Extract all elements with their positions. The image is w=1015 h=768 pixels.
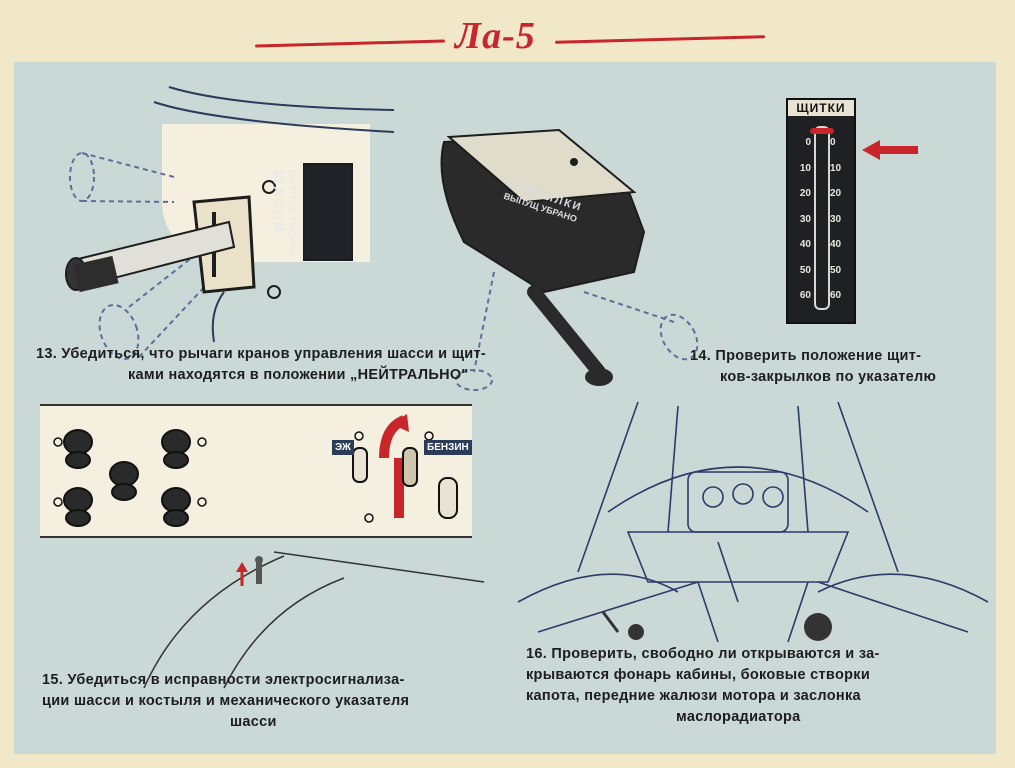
gauge-tick-r50: 50	[830, 264, 842, 276]
gauge-scale-left: 0 10 20 30 40 50 60	[791, 130, 811, 309]
header: Ла-5	[0, 0, 1015, 60]
gauge-tick-r10: 10	[830, 162, 842, 174]
gauge-tube	[814, 126, 830, 310]
caption-14: 14. Проверить положение щит- ков-закрылк…	[690, 346, 980, 388]
caption-15-line-1: 15. Убедиться в исправности электросигна…	[42, 672, 405, 688]
gauge-tick-r20: 20	[830, 188, 842, 199]
wing-indicator-illustration	[143, 551, 485, 689]
gauge-tick-0: 0	[805, 137, 811, 148]
flaps-lever-illustration	[440, 128, 699, 391]
caption-15-line-2: ции шасси и костыля и механического указ…	[42, 693, 410, 709]
gauge-tick-r60: 60	[830, 290, 842, 301]
gauge-tick-10: 10	[799, 162, 811, 174]
gauge-tick-60: 60	[799, 290, 811, 301]
label-shassi: ШАССИ	[271, 170, 287, 235]
caption-13-line-2: ками находятся в положении „НЕЙТРАЛЬНО"	[128, 367, 469, 383]
gauge-tick-r30: 30	[830, 213, 842, 225]
page-title: Ла-5	[455, 15, 536, 57]
caption-16-line-4: маслорадиатора	[676, 709, 801, 725]
gauge-tick-20: 20	[799, 188, 811, 199]
signal-lamps-illustration	[53, 429, 207, 527]
chassis-plate-labels: ВЫПУСК УБОРКА ШАССИ	[258, 170, 298, 266]
gauge-scale-right: 0 10 20 30 40 50 60	[830, 130, 850, 309]
instruction-panel: ВЫПУСК УБОРКА ШАССИ ЗАКРЫЛКИ ВЫПУЩ УБРАН…	[14, 62, 996, 754]
chassis-lever-illustration	[65, 86, 395, 361]
flaps-gauge: ЩИТКИ 0 10 20 30 40 50 60 0 10 20 30 40 …	[786, 98, 856, 324]
caption-16-line-3: капота, передние жалюзи мотора и заслонк…	[526, 688, 861, 704]
label-vypusk: ВЫПУСК	[286, 170, 297, 214]
caption-16-line-1: 16. Проверить, свободно ли открываются и…	[526, 646, 880, 662]
caption-15-line-3: шасси	[230, 714, 277, 730]
gauge-tick-r40: 40	[830, 239, 842, 250]
caption-14-line-1: 14. Проверить положение щит-	[690, 348, 922, 364]
caption-16-line-2: крываются фонарь кабины, боковые створки	[526, 667, 871, 683]
gauge-tick-30: 30	[799, 213, 811, 225]
label-uborka: УБОРКА	[286, 216, 297, 258]
tag-benzin: БЕНЗИН	[424, 440, 472, 455]
title-underline-left	[254, 39, 446, 48]
gauge-tick-r0: 0	[830, 137, 836, 148]
gauge-title: ЩИТКИ	[788, 100, 854, 116]
caption-16: 16. Проверить, свободно ли открываются и…	[526, 644, 986, 728]
caption-13: 13. Убедиться, что рычаги кранов управле…	[36, 344, 596, 386]
cockpit-illustration	[517, 401, 989, 643]
title-underline-right	[554, 35, 766, 44]
caption-13-line-1: 13. Убедиться, что рычаги кранов управле…	[36, 346, 486, 362]
gauge-tick-40: 40	[799, 239, 811, 250]
switch-levers-illustration	[352, 414, 458, 523]
caption-15: 15. Убедиться в исправности электросигна…	[42, 670, 512, 733]
caption-14-line-2: ков-закрылков по указателю	[720, 369, 937, 385]
gauge-pointer-arrow-icon	[862, 140, 918, 160]
tag-ezh: ЭЖ	[332, 440, 354, 455]
gauge-indicator	[810, 128, 834, 134]
gauge-tick-50: 50	[799, 264, 811, 276]
